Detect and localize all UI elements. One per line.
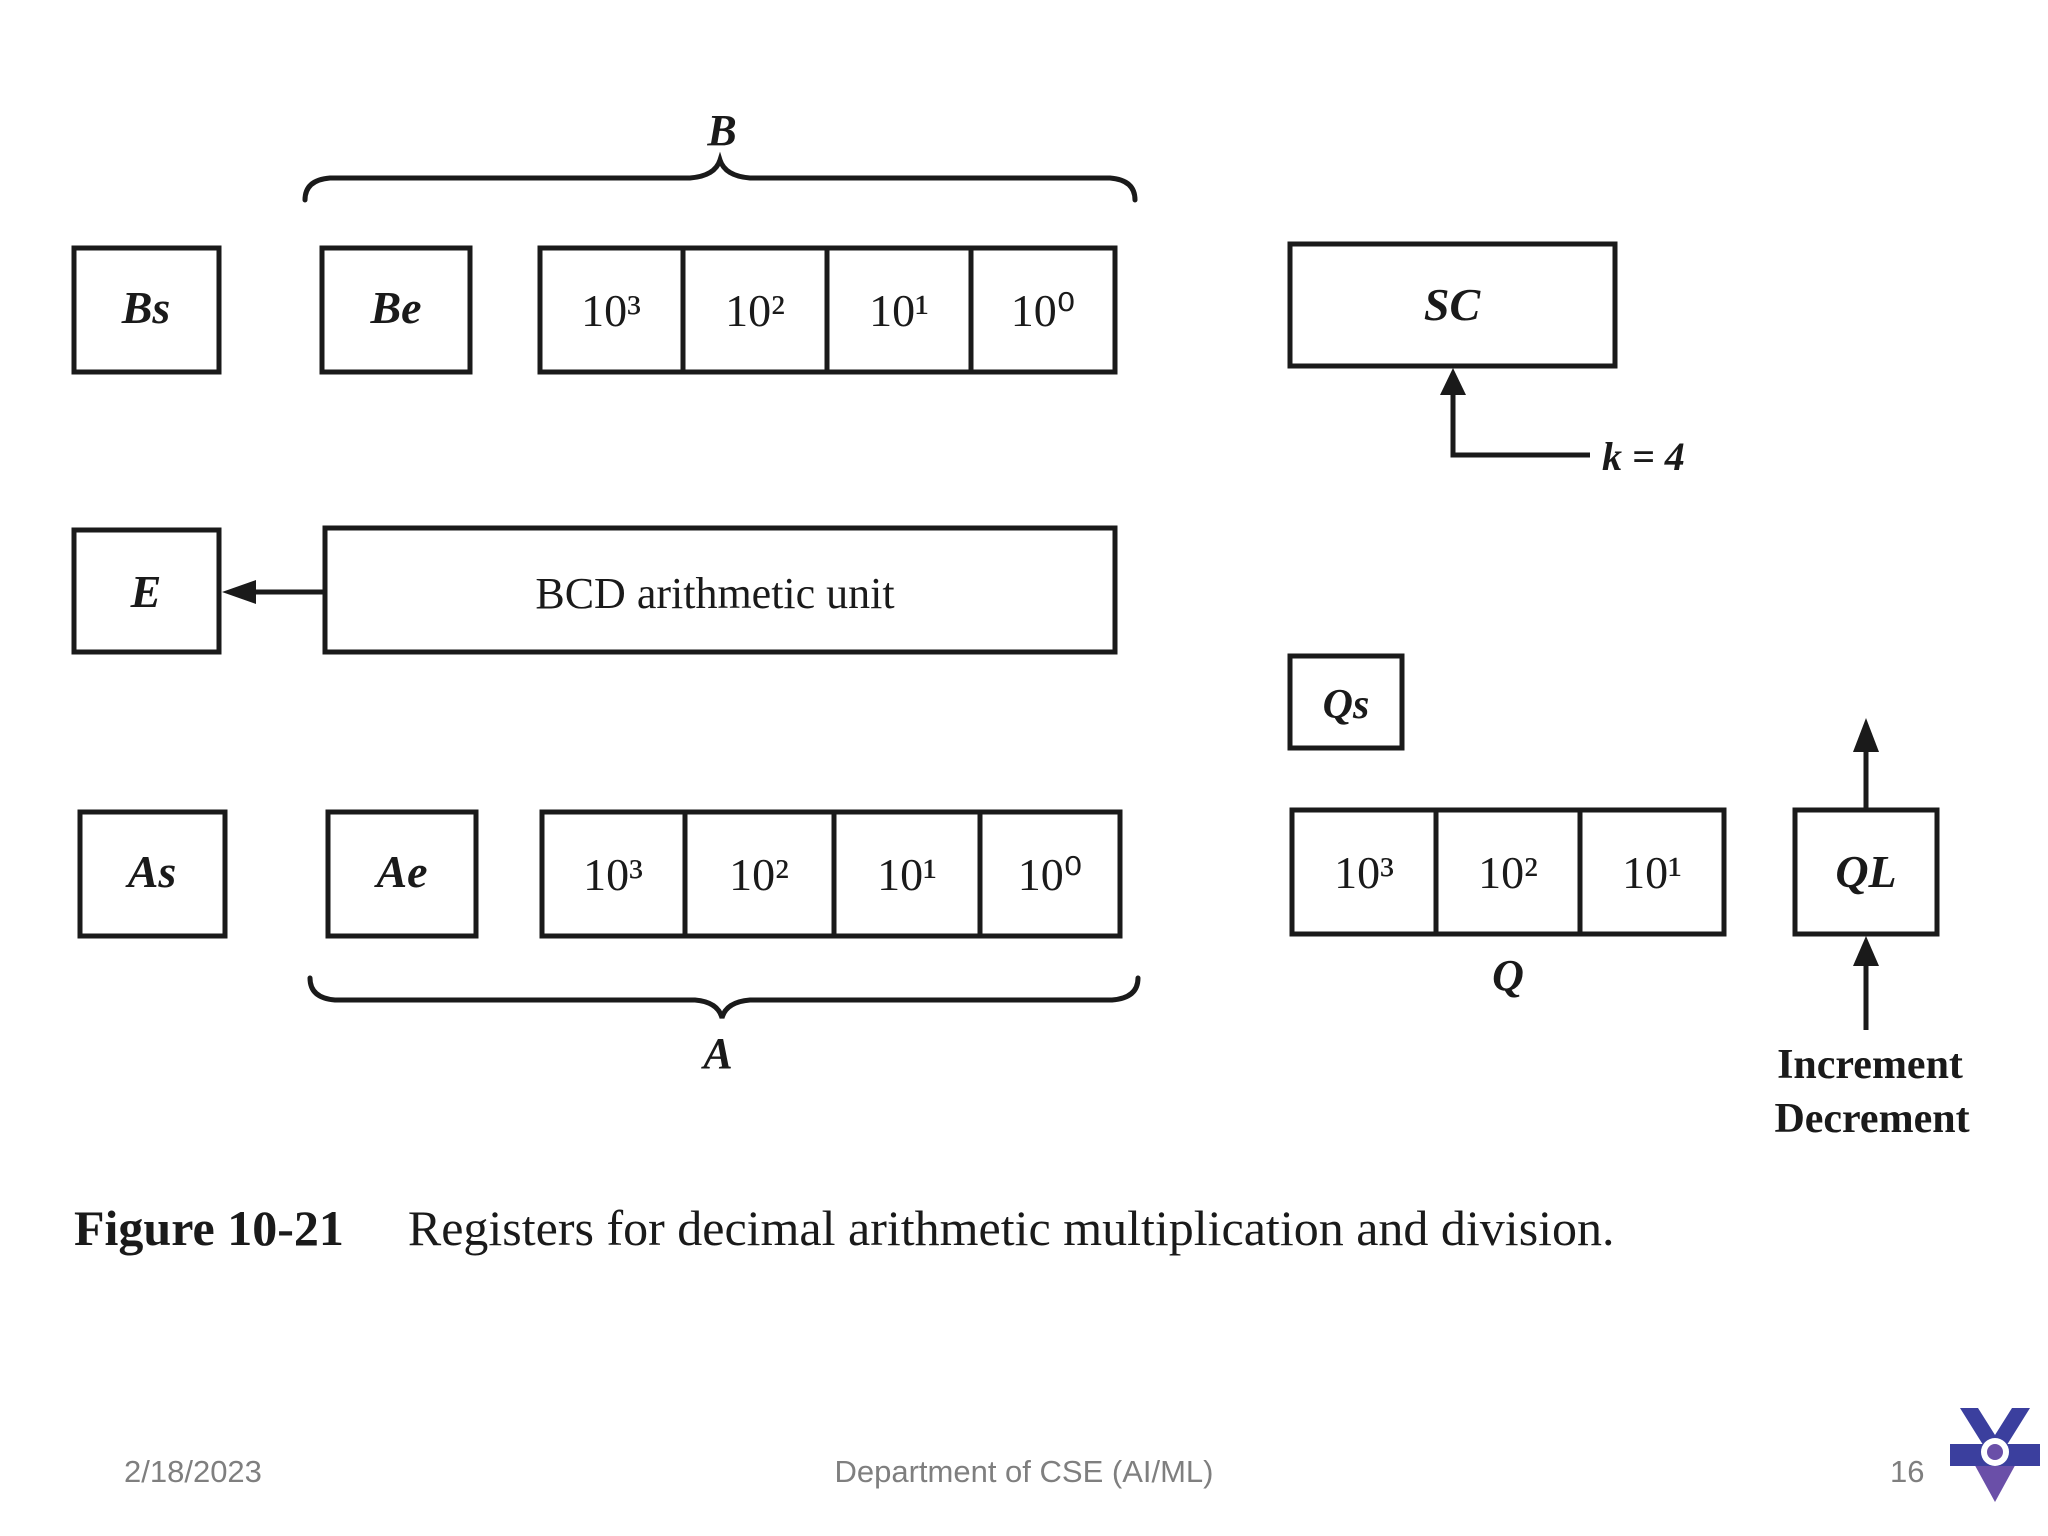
as-register	[77, 809, 228, 939]
sc-register	[1287, 241, 1618, 369]
q-digit-100: 10²	[1478, 847, 1538, 898]
register-diagram: B Bs Be 10³ 10² 10¹ 10⁰ SC k = 4 E BCD a…	[71, 106, 1970, 1256]
b-digit-100: 10²	[725, 285, 785, 336]
ql-input-arrow-head	[1853, 936, 1879, 966]
figure-caption: Figure 10-21 Registers for decimal arith…	[74, 1200, 1615, 1256]
ql-register	[1792, 807, 1940, 937]
bcd-label: BCD arithmetic unit	[535, 569, 894, 618]
b-digit-1000: 10³	[581, 285, 641, 336]
a-digit-100: 10²	[729, 849, 789, 900]
bs-register	[71, 245, 222, 375]
qs-label: Qs	[1323, 682, 1370, 728]
ql-label: QL	[1835, 846, 1896, 897]
k-label: k = 4	[1602, 434, 1685, 479]
a-digit-10: 10¹	[877, 849, 937, 900]
brace-a	[307, 975, 1141, 1019]
caption-figure-number: Figure 10-21	[74, 1200, 344, 1256]
e-label: E	[130, 566, 162, 617]
b-digit-1: 10⁰	[1011, 285, 1075, 336]
ae-label: Ae	[373, 846, 427, 897]
q-label: Q	[1492, 951, 1524, 1000]
brace-a-label: A	[700, 1029, 732, 1078]
q-digit-10: 10¹	[1622, 847, 1682, 898]
e-arrow-head	[222, 580, 256, 604]
caption-text: Registers for decimal arithmetic multipl…	[408, 1200, 1615, 1256]
footer-page-number: 16	[1890, 1454, 1925, 1489]
qs-register	[1287, 653, 1405, 751]
decrement-label: Decrement	[1774, 1096, 1969, 1142]
be-register	[319, 245, 473, 375]
as-label: As	[125, 846, 177, 897]
institution-logo-icon	[1950, 1408, 2040, 1502]
brace-b-label: B	[706, 106, 736, 155]
a-digit-1000: 10³	[583, 849, 643, 900]
brace-b	[302, 151, 1138, 203]
ae-register	[325, 809, 479, 939]
a-digit-register	[539, 809, 1123, 939]
ql-output-arrow-head	[1853, 718, 1879, 752]
b-digit-10: 10¹	[869, 285, 929, 336]
footer-department: Department of CSE (AI/ML)	[834, 1454, 1214, 1489]
q-digit-1000: 10³	[1334, 847, 1394, 898]
footer-date: 2/18/2023	[124, 1454, 262, 1489]
increment-label: Increment	[1777, 1042, 1963, 1088]
bs-label: Bs	[121, 282, 171, 333]
be-label: Be	[369, 282, 421, 333]
e-register	[71, 527, 222, 655]
bcd-arithmetic-unit	[322, 525, 1118, 655]
k-input-line	[1450, 392, 1590, 458]
q-digit-register	[1289, 807, 1727, 937]
sc-label: SC	[1424, 279, 1482, 330]
sc-arrow-head	[1440, 368, 1466, 395]
a-digit-1: 10⁰	[1018, 849, 1082, 900]
